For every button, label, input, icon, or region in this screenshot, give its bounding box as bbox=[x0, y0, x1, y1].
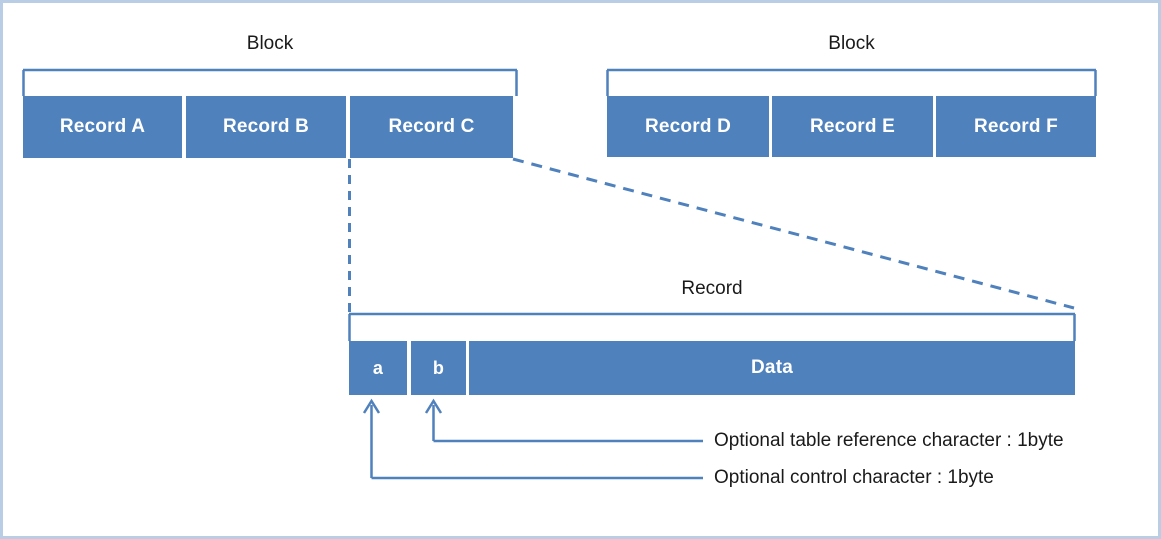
record-bracket bbox=[348, 312, 1076, 341]
record-box-d[interactable]: Record D bbox=[607, 96, 769, 157]
block-right-label: Block bbox=[828, 33, 875, 54]
record-box-e[interactable]: Record E bbox=[772, 96, 933, 157]
annotation-control-character: Optional control character : 1byte bbox=[714, 467, 994, 488]
block-right-bracket bbox=[606, 68, 1097, 96]
callout-control-character bbox=[362, 398, 703, 480]
record-box-b[interactable]: Record B bbox=[186, 96, 346, 158]
block-left-bracket bbox=[22, 68, 518, 96]
connector-layer bbox=[22, 68, 1097, 480]
record-box-f[interactable]: Record F bbox=[936, 96, 1096, 157]
record-box-c[interactable]: Record C bbox=[350, 96, 513, 158]
block-left-label: Block bbox=[246, 33, 294, 54]
callout-table-reference bbox=[424, 398, 703, 443]
record-field-data[interactable]: Data bbox=[469, 341, 1075, 395]
annotation-table-reference: Optional table reference character : 1by… bbox=[714, 430, 1064, 451]
record-detail-label: Record bbox=[681, 278, 743, 299]
record-field-table-reference[interactable]: b bbox=[411, 341, 466, 395]
record-box-a[interactable]: Record A bbox=[23, 96, 182, 158]
record-field-control-character[interactable]: a bbox=[349, 341, 407, 395]
